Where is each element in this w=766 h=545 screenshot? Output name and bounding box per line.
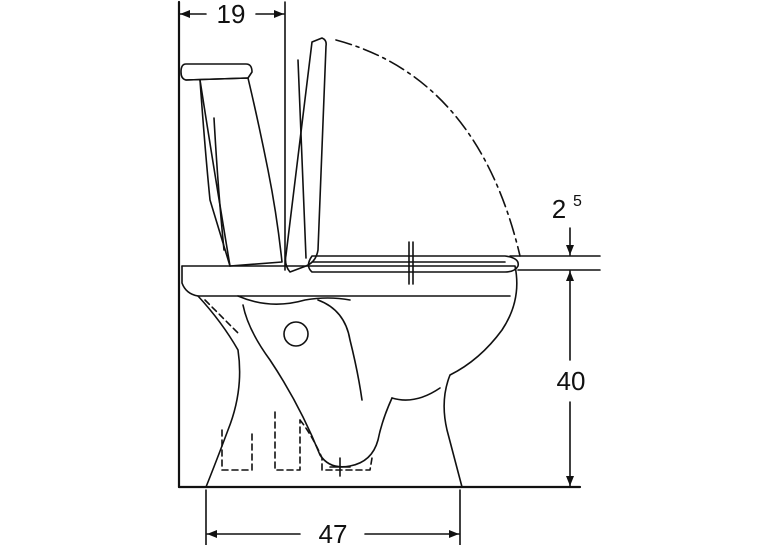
outlet-circle (283, 321, 309, 347)
dimension-seat-gap (509, 227, 601, 271)
toilet-bowl (181, 265, 518, 488)
dimension-40-label: 40 (557, 366, 586, 396)
dimension-47-label: 47 (319, 519, 348, 545)
cistern (180, 63, 283, 267)
raised-lid (284, 37, 327, 273)
dimension-47 (205, 489, 461, 545)
dimension-19-label: 19 (217, 0, 246, 29)
floor-fixing-mark (329, 457, 351, 477)
seat-centre-marks (408, 241, 414, 285)
lid-swing-arc (335, 39, 521, 257)
dimension-19 (179, 1, 286, 271)
dimension-seat-gap-superscript: 5 (573, 193, 582, 210)
dimension-seat-gap-label: 2 (552, 194, 566, 224)
hidden-outlet-outline (204, 299, 373, 471)
